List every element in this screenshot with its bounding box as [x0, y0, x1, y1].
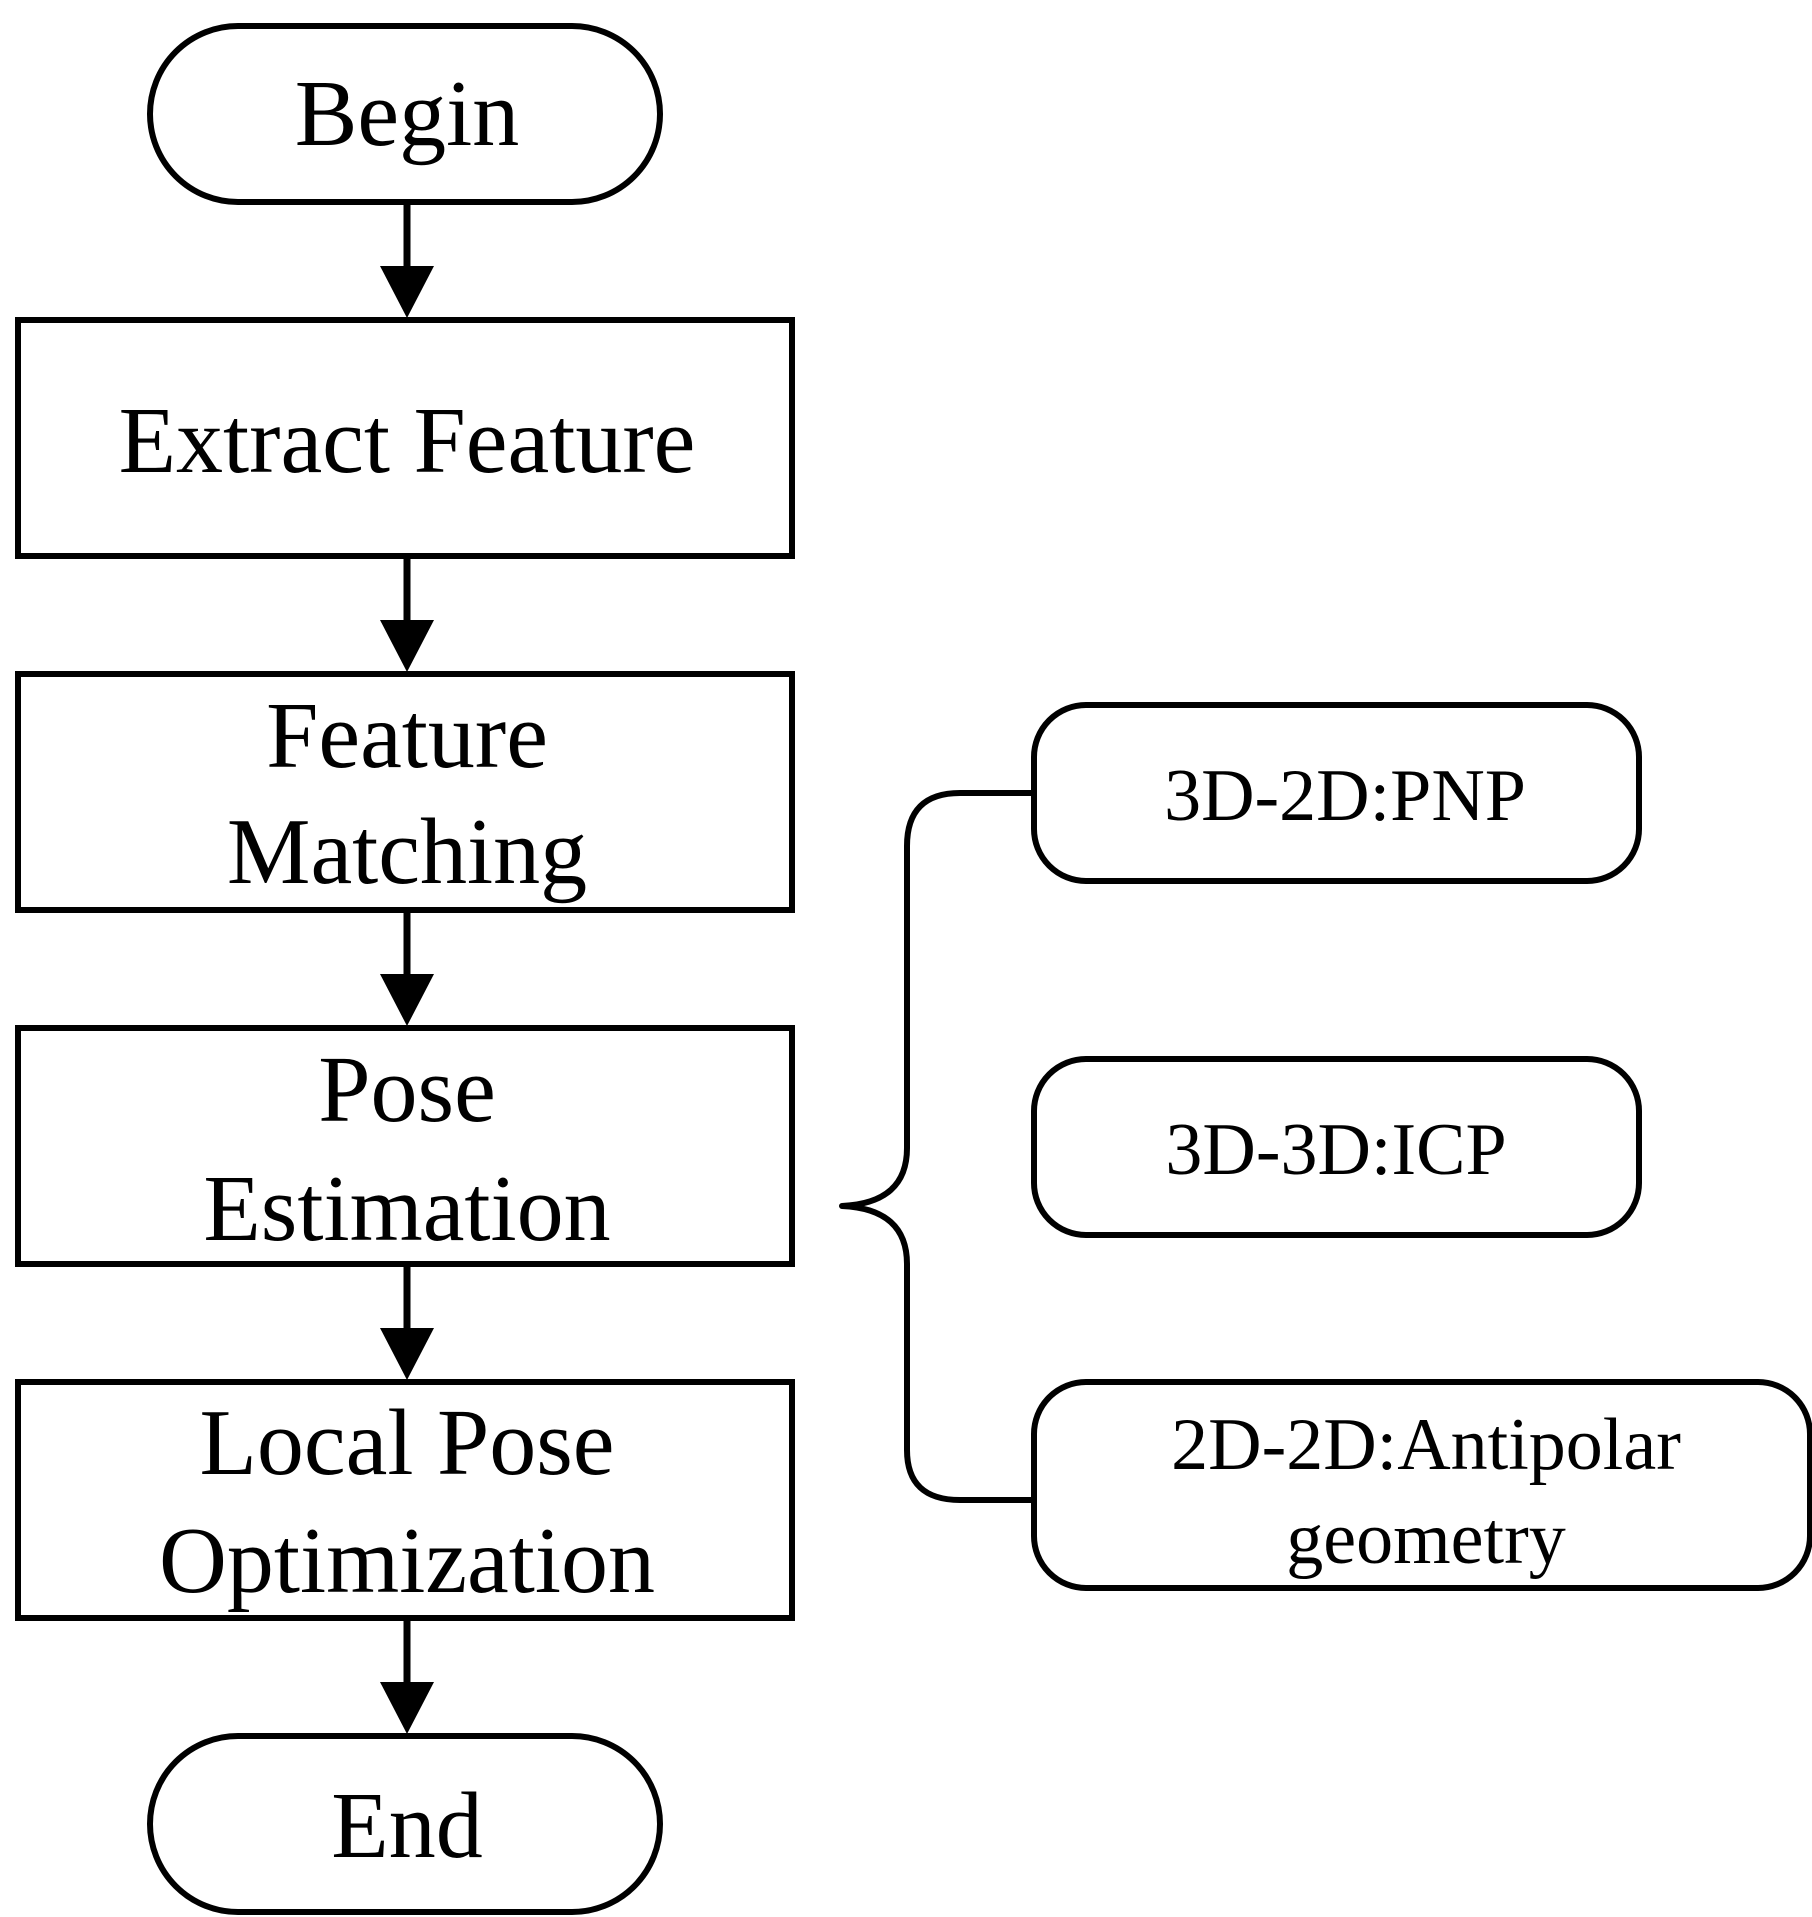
method-pnp-node: 3D-2D:PNP — [1031, 702, 1642, 884]
begin-node: Begin — [147, 23, 663, 205]
end-terminal-shape — [147, 1733, 663, 1915]
method-icp-node: 3D-3D:ICP — [1031, 1056, 1642, 1238]
feature-matching-label-line1: Feature — [266, 684, 548, 788]
arrow-head — [380, 1682, 434, 1734]
feature-matching-label-line2: Matching — [227, 800, 587, 904]
arrow-pose-to-optimization — [380, 1264, 434, 1380]
local-pose-optimization-label-line1: Local Pose — [199, 1391, 614, 1495]
method-antipolar-node: 2D-2D:Antipolar geometry — [1031, 1379, 1812, 1591]
method-antipolar-label-line1: 2D-2D:Antipolar — [1171, 1404, 1681, 1486]
local-pose-optimization-label-line2: Optimization — [159, 1509, 655, 1613]
end-node: End — [147, 1733, 663, 1915]
extract-feature-node: Extract Feature — [15, 317, 795, 559]
begin-label: Begin — [295, 62, 520, 166]
method-icp-box — [1031, 1056, 1642, 1238]
arrow-head — [380, 1328, 434, 1380]
local-pose-optimization-node: Local Pose Optimization — [15, 1379, 795, 1621]
arrow-extract-to-matching — [380, 556, 434, 672]
methods-brace — [839, 790, 1034, 1503]
arrow-head — [380, 266, 434, 318]
arrow-head — [380, 974, 434, 1026]
arrow-matching-to-pose — [380, 910, 434, 1026]
pose-estimation-label-line2: Estimation — [203, 1157, 610, 1261]
method-antipolar-label-line2: geometry — [1286, 1498, 1565, 1580]
arrow-optimization-to-end — [380, 1618, 434, 1734]
end-label: End — [331, 1774, 482, 1878]
pose-estimation-node: Pose Estimation — [15, 1025, 795, 1267]
extract-feature-label: Extract Feature — [119, 389, 696, 493]
method-icp-label: 3D-3D:ICP — [1165, 1109, 1506, 1191]
local-pose-optimization-box — [15, 1379, 795, 1621]
arrow-begin-to-extract — [380, 202, 434, 318]
extract-feature-box — [15, 317, 795, 559]
pose-estimation-box — [15, 1025, 795, 1267]
pose-estimation-label-line1: Pose — [318, 1038, 496, 1142]
method-antipolar-box — [1031, 1379, 1812, 1591]
method-pnp-box — [1031, 702, 1642, 884]
method-pnp-label: 3D-2D:PNP — [1164, 755, 1526, 837]
feature-matching-node: Feature Matching — [15, 671, 795, 913]
arrow-head — [380, 620, 434, 672]
